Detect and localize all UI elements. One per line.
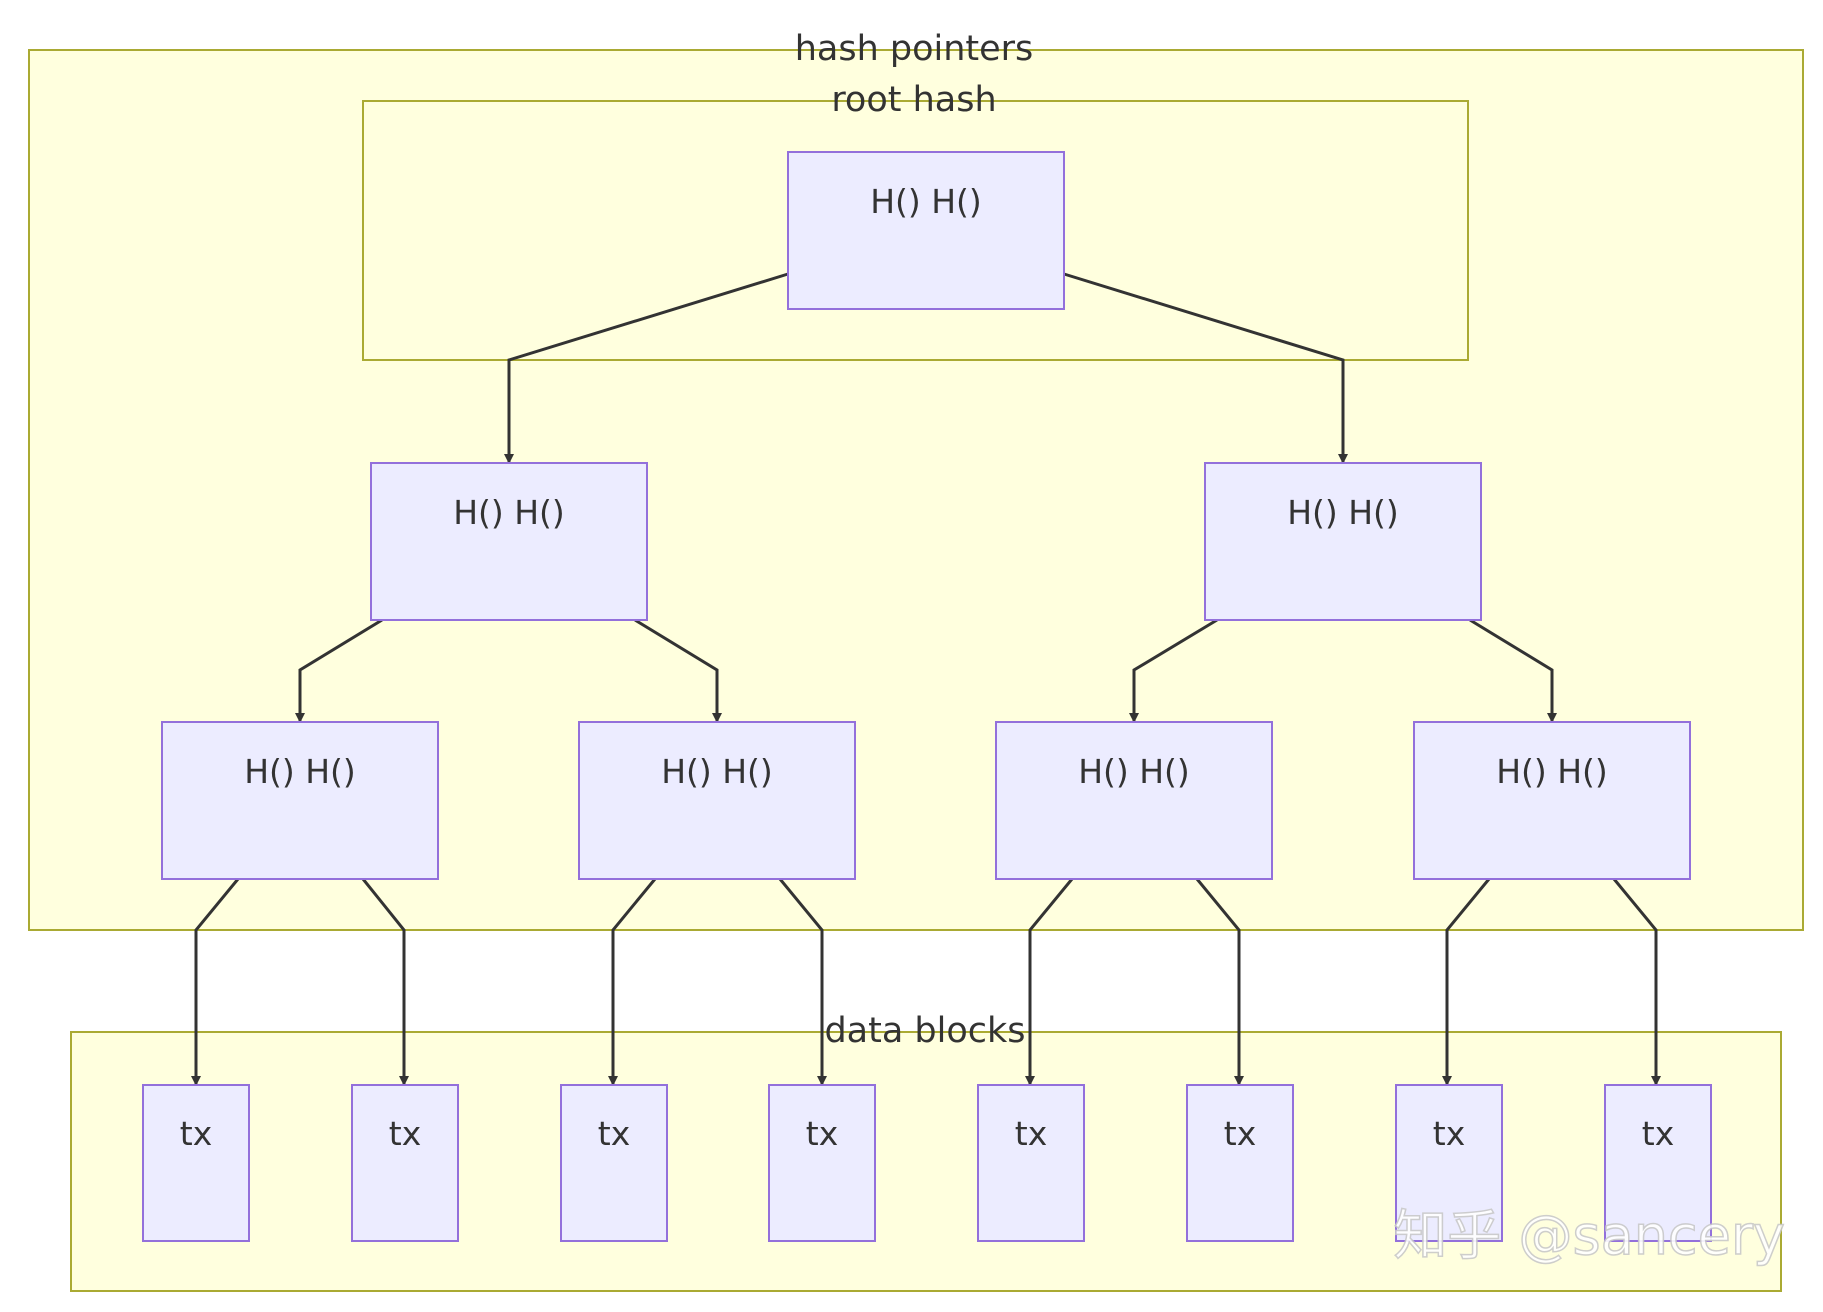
root-node-label: H() H(): [870, 182, 982, 221]
leaf-node-3-label: tx: [598, 1114, 630, 1153]
edge-l1b-l2d: [1469, 618, 1557, 723]
level2-node-4-label: H() H(): [1496, 752, 1608, 791]
root-hash-label: root hash: [831, 80, 996, 120]
level1-node-right: H() H(): [1204, 462, 1482, 621]
level2-node-2: H() H(): [578, 721, 856, 880]
hash-pointers-label: hash pointers: [795, 29, 1034, 69]
leaf-node-3: tx: [560, 1084, 668, 1242]
edge-l2a-tx2: [361, 878, 409, 1086]
leaf-node-2-label: tx: [389, 1114, 421, 1153]
edge-l2c-tx6: [1195, 878, 1244, 1086]
level2-node-2-label: H() H(): [661, 752, 773, 791]
level2-node-1: H() H(): [161, 721, 439, 880]
leaf-node-6-label: tx: [1224, 1114, 1256, 1153]
edge-l2d-tx8: [1612, 878, 1661, 1086]
leaf-node-8: tx: [1604, 1084, 1712, 1242]
level1-node-left: H() H(): [370, 462, 648, 621]
leaf-node-4-label: tx: [806, 1114, 838, 1153]
level1-node-right-label: H() H(): [1287, 493, 1399, 532]
level1-node-left-label: H() H(): [453, 493, 565, 532]
data-blocks-label: data blocks: [824, 1011, 1025, 1051]
level2-node-3-label: H() H(): [1078, 752, 1190, 791]
leaf-node-6: tx: [1186, 1084, 1294, 1242]
edge-l2b-tx3: [608, 878, 657, 1086]
level2-node-3: H() H(): [995, 721, 1273, 880]
leaf-node-5-label: tx: [1015, 1114, 1047, 1153]
leaf-node-5: tx: [977, 1084, 1085, 1242]
leaf-node-8-label: tx: [1642, 1114, 1674, 1153]
edge-l2b-tx4: [778, 878, 827, 1086]
edge-root-right: [1063, 272, 1348, 464]
edge-l2c-tx5: [1025, 878, 1074, 1086]
edge-root-left: [504, 272, 789, 464]
leaf-node-1-label: tx: [180, 1114, 212, 1153]
leaf-node-4: tx: [768, 1084, 876, 1242]
edge-l1a-l2a: [295, 618, 383, 723]
leaf-node-1: tx: [142, 1084, 250, 1242]
watermark: 知乎 @sancery: [1393, 1204, 1785, 1267]
edge-l1a-l2b: [634, 618, 722, 723]
edge-l2d-tx7: [1442, 878, 1491, 1086]
edge-l2a-tx1: [191, 878, 240, 1086]
level2-node-1-label: H() H(): [244, 752, 356, 791]
leaf-node-7-label: tx: [1433, 1114, 1465, 1153]
level2-node-4: H() H(): [1413, 721, 1691, 880]
leaf-node-2: tx: [351, 1084, 459, 1242]
leaf-node-7: tx: [1395, 1084, 1503, 1242]
edges: [191, 272, 1661, 1086]
edge-l1b-l2c: [1129, 618, 1218, 723]
root-node: H() H(): [787, 151, 1065, 310]
